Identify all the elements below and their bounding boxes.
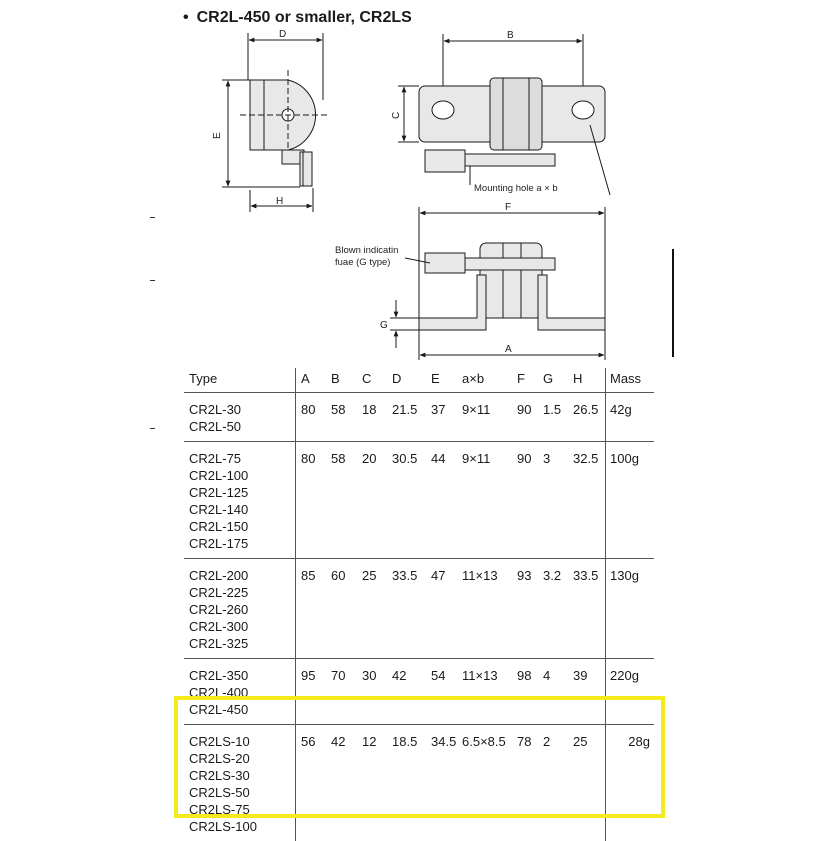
dimension-drawings: D E H B C Mounting hole a × b — [0, 0, 823, 365]
header-h: H — [573, 368, 606, 393]
cell-a: 85 — [296, 559, 332, 659]
cell-d: 30.5 — [392, 442, 431, 559]
dim-label-e: E — [212, 132, 223, 139]
cell-hole-size: 11×13 — [462, 559, 517, 659]
mounting-hole-label: Mounting hole a × b — [474, 183, 558, 194]
dim-label-d: D — [279, 29, 286, 40]
type-name: CR2L-260 — [189, 601, 291, 618]
cell-a: 80 — [296, 442, 332, 559]
type-name: CR2L-75 — [189, 450, 291, 467]
cell-c: 18 — [362, 393, 392, 442]
type-name: CR2LS-100 — [189, 818, 291, 835]
margin-tick — [150, 217, 155, 218]
margin-bar — [672, 249, 674, 357]
dim-label-b: B — [507, 30, 514, 41]
type-name: CR2L-100 — [189, 467, 291, 484]
cell-e: 44 — [431, 442, 462, 559]
header-type: Type — [184, 368, 296, 393]
cell-h: 33.5 — [573, 559, 606, 659]
cell-f: 90 — [517, 393, 543, 442]
cell-g: 3 — [543, 442, 573, 559]
cell-hole-size: 9×11 — [462, 442, 517, 559]
header-a: A — [296, 368, 332, 393]
margin-tick — [150, 428, 155, 429]
table-header-row: Type A B C D E a×b F G H Mass — [184, 368, 654, 393]
cell-d: 21.5 — [392, 393, 431, 442]
cell-g: 1.5 — [543, 393, 573, 442]
margin-tick — [150, 280, 155, 281]
header-e: E — [431, 368, 462, 393]
header-d: D — [392, 368, 431, 393]
header-b: B — [331, 368, 362, 393]
type-name: CR2L-140 — [189, 501, 291, 518]
top-view-drawing — [398, 34, 610, 195]
dim-label-c: C — [391, 112, 402, 119]
type-name: CR2L-325 — [189, 635, 291, 652]
cell-h: 26.5 — [573, 393, 606, 442]
cell-f: 93 — [517, 559, 543, 659]
cell-mass: 100g — [606, 442, 655, 559]
cell-hole-size: 9×11 — [462, 393, 517, 442]
cell-f: 90 — [517, 442, 543, 559]
type-name: CR2L-175 — [189, 535, 291, 552]
front-view-drawing — [390, 207, 605, 360]
cell-c: 20 — [362, 442, 392, 559]
header-c: C — [362, 368, 392, 393]
cell-d: 33.5 — [392, 559, 431, 659]
type-name: CR2L-225 — [189, 584, 291, 601]
cell-b: 58 — [331, 442, 362, 559]
type-cell: CR2L-30 CR2L-50 — [184, 393, 296, 442]
cell-c: 25 — [362, 559, 392, 659]
cell-mass: 42g — [606, 393, 655, 442]
side-view-drawing — [222, 33, 330, 212]
type-cell: CR2L-75 CR2L-100 CR2L-125 CR2L-140 CR2L-… — [184, 442, 296, 559]
type-cell: CR2L-200 CR2L-225 CR2L-260 CR2L-300 CR2L… — [184, 559, 296, 659]
type-name: CR2L-200 — [189, 567, 291, 584]
type-name: CR2L-150 — [189, 518, 291, 535]
cell-b: 58 — [331, 393, 362, 442]
table-row: CR2L-200 CR2L-225 CR2L-260 CR2L-300 CR2L… — [184, 559, 654, 659]
type-name: CR2L-30 — [189, 401, 291, 418]
header-hole-size: a×b — [462, 368, 517, 393]
cell-e: 47 — [431, 559, 462, 659]
cell-e: 37 — [431, 393, 462, 442]
dim-label-a: A — [505, 344, 512, 355]
type-name: CR2L-50 — [189, 418, 291, 435]
cell-mass: 130g — [606, 559, 655, 659]
type-name: CR2L-300 — [189, 618, 291, 635]
table-row: CR2L-30 CR2L-50 80 58 18 21.5 37 9×11 90… — [184, 393, 654, 442]
cell-h: 32.5 — [573, 442, 606, 559]
header-g: G — [543, 368, 573, 393]
cell-a: 80 — [296, 393, 332, 442]
dim-label-f: F — [505, 202, 511, 213]
header-f: F — [517, 368, 543, 393]
dim-label-h: H — [276, 196, 283, 207]
blown-indicator-label-line1: Blown indicatin — [335, 245, 398, 256]
table-row: CR2L-75 CR2L-100 CR2L-125 CR2L-140 CR2L-… — [184, 442, 654, 559]
type-name: CR2L-125 — [189, 484, 291, 501]
highlight-box — [174, 696, 665, 818]
header-mass: Mass — [606, 368, 655, 393]
type-name: CR2L-350 — [189, 667, 291, 684]
cell-g: 3.2 — [543, 559, 573, 659]
blown-indicator-label-line2: fuae (G type) — [335, 257, 390, 268]
cell-b: 60 — [331, 559, 362, 659]
dim-label-g: G — [380, 320, 388, 331]
